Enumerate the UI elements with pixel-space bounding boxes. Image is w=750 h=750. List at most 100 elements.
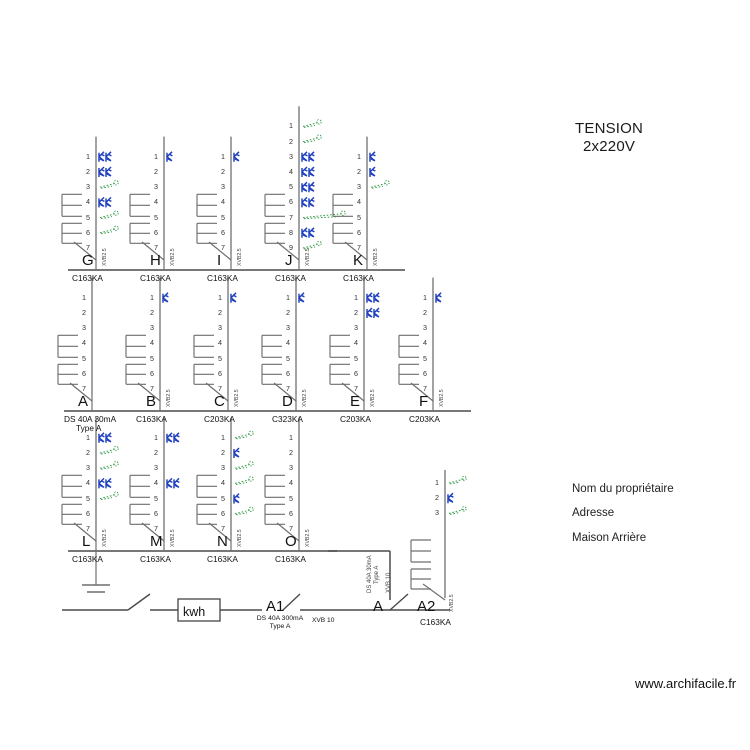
circuit-number-F-1: 1 <box>423 292 427 302</box>
column-breaker-K <box>344 241 368 261</box>
circuit-number-J-6: 6 <box>289 197 293 207</box>
column-breaker-O <box>276 522 300 542</box>
breaker-a <box>389 593 409 611</box>
circuit-number-O-1: 1 <box>289 432 293 442</box>
breaker-symbol-extra-J-5 <box>308 181 315 193</box>
cable-label-M: XVB2.5 <box>170 529 176 547</box>
circuit-number-O-6: 6 <box>289 508 293 518</box>
column-letter-N: N <box>217 533 228 550</box>
cable-label-O: XVB2.5 <box>305 529 311 547</box>
terminal-comb-b-A2 <box>410 568 431 590</box>
terminal-comb-a-B <box>125 334 146 358</box>
column-ref-A-line2: Type A <box>76 423 102 433</box>
cable-label-J: XVB2.5 <box>305 248 311 266</box>
circuit-number-L-5: 5 <box>86 493 90 503</box>
circuit-number-N-3: 3 <box>221 463 225 473</box>
terminal-comb-a-A2 <box>410 539 431 563</box>
circuit-number-H-1: 1 <box>154 151 158 161</box>
circuit-number-K-2: 2 <box>357 167 361 176</box>
circuit-number-F-6: 6 <box>423 368 427 378</box>
wire-symbol-L-3 <box>99 461 119 470</box>
terminal-comb-b-D <box>261 363 282 385</box>
terminal-comb-a-L <box>61 474 82 498</box>
terminal-comb-b-E <box>329 363 350 385</box>
wire-symbol-G-6 <box>99 225 119 235</box>
terminal-comb-b-B <box>125 363 146 385</box>
breaker-symbol-extra-M-1 <box>173 432 180 443</box>
column-breaker-M <box>141 522 165 542</box>
column-breaker-B <box>137 382 161 402</box>
cable-label-L: XVB2.5 <box>102 529 108 547</box>
circuit-number-E-2: 2 <box>354 308 358 317</box>
circuit-number-A-4: 4 <box>82 338 86 348</box>
cable-label-K: XVB2.5 <box>373 248 379 266</box>
circuit-number-E-5: 5 <box>354 353 358 363</box>
wire-symbol-J-2 <box>302 134 322 144</box>
wire-symbol-J-9 <box>302 240 322 250</box>
wire-symbol-G-5 <box>99 210 119 220</box>
circuit-number-L-7: 7 <box>86 524 90 533</box>
breaker-symbol-extra-J-3 <box>308 151 315 162</box>
breaker-symbol-extra-G-1 <box>105 151 112 162</box>
cable-label-C: XVB2.5 <box>234 389 240 407</box>
main-a2-cable-label: XVB2.5 <box>449 594 455 612</box>
terminal-comb-a-K <box>332 193 353 217</box>
circuit-number-D-1: 1 <box>286 292 290 302</box>
column-letter-A: A <box>78 393 89 410</box>
circuit-number-M-5: 5 <box>154 493 158 503</box>
circuit-number-I-1: 1 <box>221 151 225 161</box>
column-ref-D: C323KA <box>272 414 303 424</box>
footer-url: www.archifacile.fr <box>635 676 737 691</box>
circuit-number-I-2: 2 <box>221 167 225 176</box>
breaker-symbol-extra-J-6 <box>308 196 315 208</box>
circuit-number-F-4: 4 <box>423 338 427 348</box>
circuit-number-J-8: 8 <box>289 227 293 237</box>
circuit-number-O-2: 2 <box>289 448 293 457</box>
circuit-number-O-4: 4 <box>289 478 293 488</box>
breaker-symbol-extra-E-2 <box>373 307 380 318</box>
column-ref-N: C163KA <box>207 554 238 564</box>
circuit-number-E-3: 3 <box>354 323 358 333</box>
main-a-device-line1: DS 40A 30mA <box>367 555 373 593</box>
circuit-number-O-5: 5 <box>289 493 293 503</box>
column-ref-G: C163KA <box>72 273 103 283</box>
circuit-number-K-5: 5 <box>357 212 361 222</box>
main-a-device-line2: Type A <box>374 565 380 584</box>
main-a2-label: A2 <box>417 598 436 615</box>
main-a1-cable-label: XVB 10 <box>312 617 335 624</box>
circuit-number-A2-1: 1 <box>435 478 439 487</box>
circuit-number-E-1: 1 <box>354 292 358 302</box>
breaker-symbol-extra-E-1 <box>373 292 380 303</box>
circuit-number-L-6: 6 <box>86 508 90 518</box>
circuit-number-M-3: 3 <box>154 463 158 473</box>
circuit-number-C-6: 6 <box>218 368 222 378</box>
breaker-symbol-F-1 <box>435 292 442 303</box>
column-breaker-I <box>208 241 232 261</box>
circuit-number-G-2: 2 <box>86 167 90 176</box>
cable-label-D: XVB2.5 <box>302 389 308 407</box>
owner-building-line: Maison Arrière <box>572 532 647 544</box>
circuit-number-N-1: 1 <box>221 432 225 442</box>
main-a1-device-line2: Type A <box>269 623 291 630</box>
circuit-number-J-3: 3 <box>289 151 293 161</box>
terminal-comb-a-M <box>129 474 150 498</box>
circuit-number-I-5: 5 <box>221 212 225 222</box>
column-letter-F: F <box>419 393 429 410</box>
terminal-comb-a-O <box>264 474 285 498</box>
circuit-number-D-5: 5 <box>286 353 290 363</box>
circuit-number-D-6: 6 <box>286 368 290 378</box>
circuit-number-E-6: 6 <box>354 368 358 378</box>
circuit-number-H-6: 6 <box>154 227 158 237</box>
breaker-symbol-L-1 <box>98 432 105 443</box>
column-letter-M: M <box>150 533 163 550</box>
terminal-comb-a-N <box>196 474 217 498</box>
terminal-comb-b-A <box>57 363 78 385</box>
terminal-comb-b-J <box>264 222 285 244</box>
column-ref-L: C163KA <box>72 554 103 564</box>
circuit-number-G-6: 6 <box>86 227 90 237</box>
kwh-meter-label: kwh <box>183 605 206 619</box>
terminal-comb-a-I <box>196 193 217 217</box>
circuit-number-K-6: 6 <box>357 227 361 237</box>
column-breaker-F <box>410 382 434 402</box>
wire-symbol-K-3 <box>370 180 390 189</box>
